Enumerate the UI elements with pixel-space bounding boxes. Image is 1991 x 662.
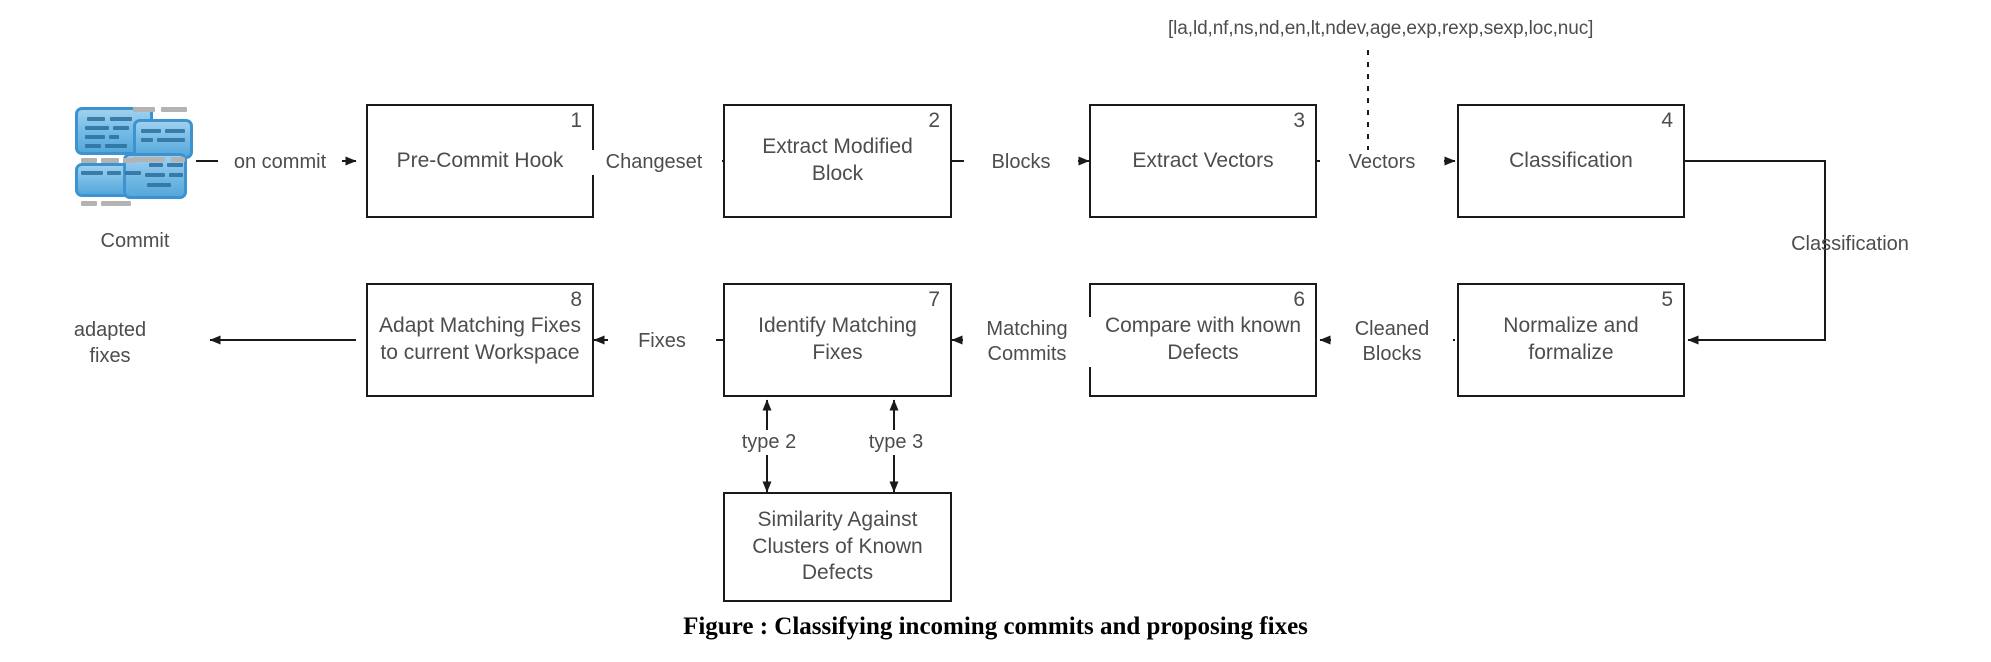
edge-label-vectors: Vectors bbox=[1320, 150, 1444, 175]
commit-code-line bbox=[107, 171, 121, 175]
commit-code-line bbox=[85, 126, 109, 130]
process-box-5-label: Normalize and formalize bbox=[1503, 314, 1639, 364]
figure-caption: Figure : Classifying incoming commits an… bbox=[683, 613, 1308, 640]
process-box-3[interactable]: 3 Extract Vectors bbox=[1089, 104, 1317, 218]
vector-annotation-label: [la,ld,nf,ns,nd,en,lt,ndev,age,exp,rexp,… bbox=[1168, 18, 1594, 39]
commit-code-line bbox=[87, 117, 105, 121]
edge-label-cleaned-blocks: Cleaned Blocks bbox=[1331, 317, 1453, 367]
process-box-1-number: 1 bbox=[570, 109, 582, 132]
edge-label-type-2: type 2 bbox=[712, 430, 826, 455]
commit-meta-line bbox=[171, 157, 185, 162]
commit-code-line bbox=[110, 117, 132, 121]
process-box-2-number: 2 bbox=[928, 109, 940, 132]
process-box-6[interactable]: 6 Compare with known Defects bbox=[1089, 283, 1317, 397]
process-box-6-label: Compare with known Defects bbox=[1104, 314, 1302, 364]
edge-label-classification: Classification bbox=[1791, 233, 1909, 255]
commit-code-line bbox=[85, 135, 105, 139]
commit-code-line bbox=[145, 173, 165, 177]
edge-label-changeset: Changeset bbox=[586, 150, 722, 175]
process-box-5[interactable]: 5 Normalize and formalize bbox=[1457, 283, 1685, 397]
process-box-1-label: Pre-Commit Hook bbox=[396, 148, 564, 172]
commit-code-line bbox=[141, 138, 153, 142]
similarity-box-label: Similarity Against Clusters of Known Def… bbox=[752, 507, 923, 585]
commit-meta-line bbox=[101, 201, 131, 206]
edge-label-type-3: type 3 bbox=[839, 430, 953, 455]
process-box-3-label: Extract Vectors bbox=[1132, 148, 1274, 172]
process-box-4-label: Classification bbox=[1509, 148, 1633, 172]
process-box-7[interactable]: 7 Identify Matching Fixes bbox=[723, 283, 952, 397]
commit-code-line bbox=[125, 171, 141, 175]
commit-code-line bbox=[141, 129, 161, 133]
edge-label-blocks: Blocks bbox=[964, 150, 1078, 175]
commit-code-line bbox=[113, 126, 129, 130]
commit-code-line bbox=[109, 135, 119, 139]
commit-code-line bbox=[81, 171, 103, 175]
process-box-6-number: 6 bbox=[1293, 288, 1305, 311]
process-box-2[interactable]: 2 Extract Modified Block bbox=[723, 104, 952, 218]
process-box-7-label: Identify Matching Fixes bbox=[758, 314, 917, 364]
process-box-8[interactable]: 8 Adapt Matching Fixes to current Worksp… bbox=[366, 283, 594, 397]
process-box-7-number: 7 bbox=[928, 288, 940, 311]
process-box-5-number: 5 bbox=[1661, 288, 1673, 311]
commit-code-line bbox=[149, 163, 163, 167]
commit-icon-label: Commit bbox=[100, 230, 170, 252]
commit-meta-line bbox=[81, 158, 97, 163]
process-box-4-number: 4 bbox=[1661, 109, 1673, 132]
edge-label-on-commit: on commit bbox=[218, 150, 342, 175]
commit-code-line bbox=[167, 163, 183, 167]
commit-meta-line bbox=[101, 158, 119, 163]
commit-meta-line bbox=[81, 201, 97, 206]
edge-label-fixes: Fixes bbox=[608, 329, 716, 354]
commit-icon bbox=[75, 105, 195, 206]
edge-label-matching-commits: Matching Commits bbox=[963, 317, 1091, 367]
process-box-2-label: Extract Modified Block bbox=[762, 135, 913, 185]
commit-code-line bbox=[147, 183, 171, 187]
commit-code-line bbox=[105, 144, 127, 148]
output-label-adapted-fixes: adapted fixes bbox=[73, 319, 147, 367]
commit-meta-line bbox=[133, 157, 165, 162]
commit-meta-line bbox=[133, 107, 155, 112]
commit-code-line bbox=[85, 144, 101, 148]
commit-code-line bbox=[169, 173, 183, 177]
commit-code-line bbox=[157, 138, 185, 142]
process-box-3-number: 3 bbox=[1293, 109, 1305, 132]
process-box-8-number: 8 bbox=[570, 288, 582, 311]
commit-code-line bbox=[165, 129, 185, 133]
process-box-1[interactable]: 1 Pre-Commit Hook bbox=[366, 104, 594, 218]
commit-meta-line bbox=[161, 107, 187, 112]
commit-meta-line bbox=[123, 158, 135, 163]
process-box-8-label: Adapt Matching Fixes to current Workspac… bbox=[379, 314, 581, 364]
similarity-box[interactable]: Similarity Against Clusters of Known Def… bbox=[723, 492, 952, 602]
process-box-4[interactable]: 4 Classification bbox=[1457, 104, 1685, 218]
